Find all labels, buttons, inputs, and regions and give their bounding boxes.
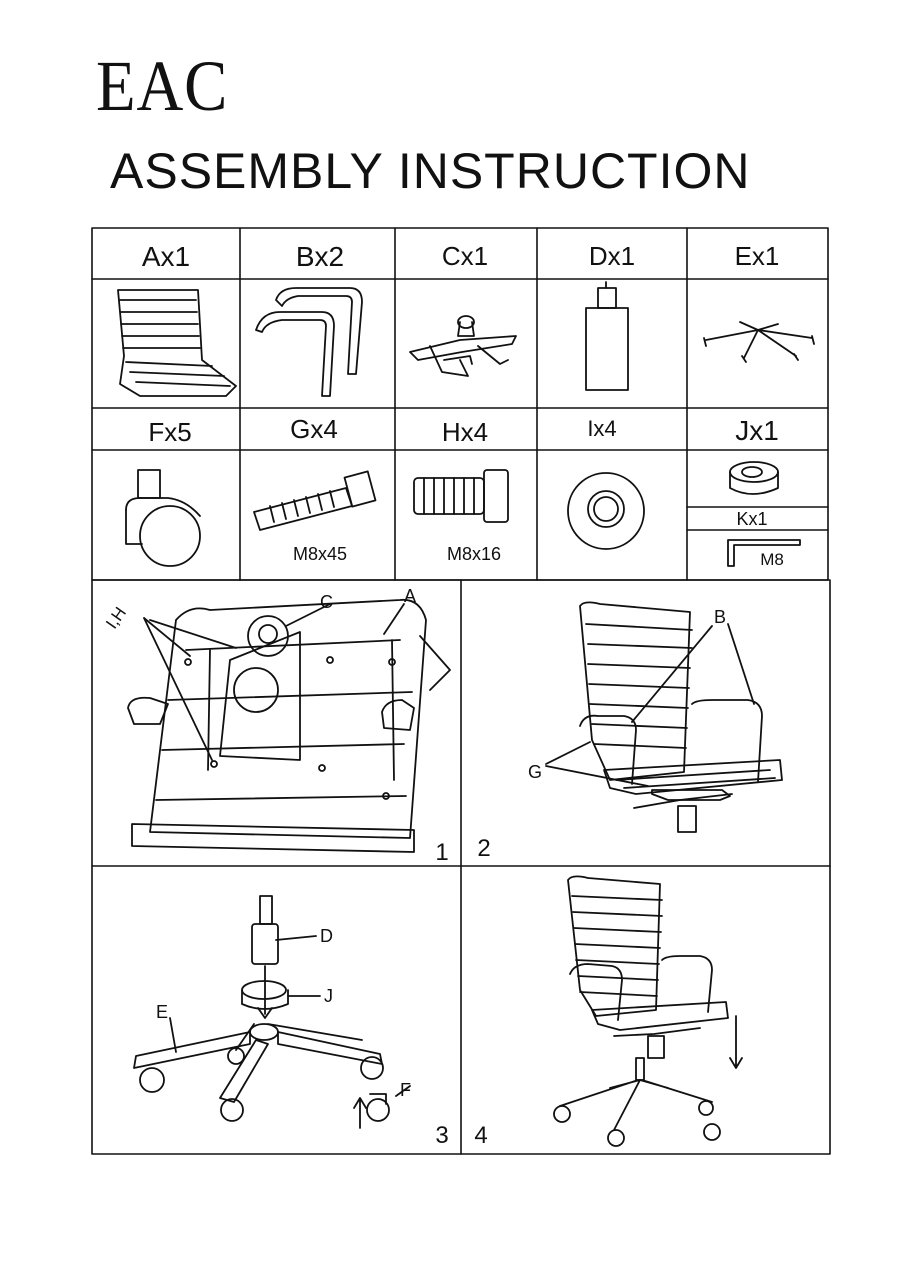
part-label-j: Jx1 [735,415,779,446]
allen-key-icon [727,539,801,567]
part-label-g: Gx4 [290,414,338,444]
callout-i-h: I,H [102,604,130,633]
step-number-2: 2 [477,835,490,862]
page-title: ASSEMBLY INSTRUCTION [110,143,751,199]
callout-e: E [156,1002,168,1022]
part-label-f: Fx5 [148,417,191,447]
gas-lift-icon [585,281,629,391]
part-label-h: Hx4 [442,417,488,447]
part-label-d: Dx1 [589,241,635,271]
long-bolt-icon [253,470,377,531]
step-number-1: 1 [435,839,448,866]
part-label-i: Ix4 [587,416,616,441]
step-number-4: 4 [474,1122,487,1149]
steps-grid [91,579,831,1155]
callout-d: D [320,926,333,946]
short-bolt-icon [413,469,509,523]
callout-g: G [528,762,542,782]
callout-f: F [400,1080,411,1100]
callout-b: B [714,607,726,627]
step3-base-assembly [133,895,411,1129]
step4-complete-chair [553,875,743,1147]
callout-c: C [320,592,333,612]
part-label-c: Cx1 [442,241,488,271]
caster-icon [125,469,201,567]
seat-pad-icon [117,289,237,397]
part-label-b: Bx2 [296,241,344,272]
brand-logo: EAC [96,46,229,126]
bolt-size-h: M8x16 [447,544,501,564]
washer-icon [567,472,645,550]
armrest-icon [255,287,363,397]
coupling-icon [729,461,779,495]
bolt-size-g: M8x45 [293,544,347,564]
part-label-a: Ax1 [142,241,190,272]
callout-a: A [404,586,416,606]
step-number-3: 3 [435,1122,448,1149]
parts-table [91,227,829,581]
wrench-size: M8 [760,550,784,569]
part-label-e: Ex1 [735,241,780,271]
step2-chair-arms [545,601,783,833]
part-label-k: Kx1 [736,509,767,529]
step1-seat-underside [127,598,451,853]
callout-j: J [324,986,333,1006]
tilt-mechanism-icon [409,315,517,377]
star-base-icon [703,321,815,363]
